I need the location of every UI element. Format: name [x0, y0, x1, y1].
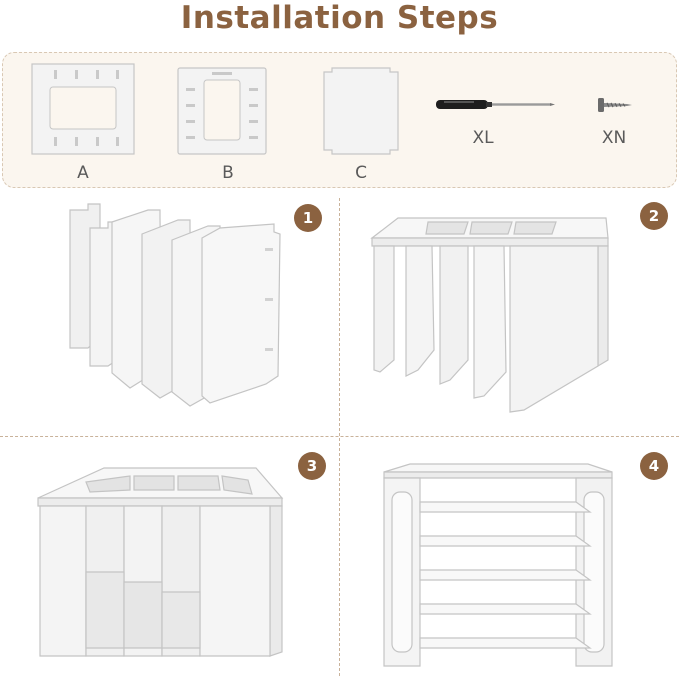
part-xn-label: XN: [601, 128, 627, 148]
grid-divider-horizontal: [0, 436, 679, 437]
part-b-label: B: [222, 163, 234, 183]
step-1-illustration: [69, 203, 281, 407]
step-4-illustration: [383, 463, 613, 667]
screw-icon: [598, 98, 632, 112]
step-4-badge: 4: [640, 452, 668, 480]
screwdriver-icon: [436, 100, 555, 109]
part-c-label: C: [355, 163, 367, 183]
step-3-illustration: [37, 467, 284, 657]
part-xl-label: XL: [472, 128, 494, 148]
part-a-label: A: [77, 163, 89, 183]
part-a-board: [31, 63, 135, 155]
step-2-illustration: [370, 217, 609, 413]
step-3-badge: 3: [298, 452, 326, 480]
step-2-badge: 2: [640, 202, 668, 230]
page-title: Installation Steps: [180, 0, 499, 36]
step-1-badge: 1: [294, 204, 322, 232]
part-c-board: [323, 67, 399, 155]
part-b-board: [177, 67, 267, 155]
grid-divider-vertical: [339, 198, 340, 676]
